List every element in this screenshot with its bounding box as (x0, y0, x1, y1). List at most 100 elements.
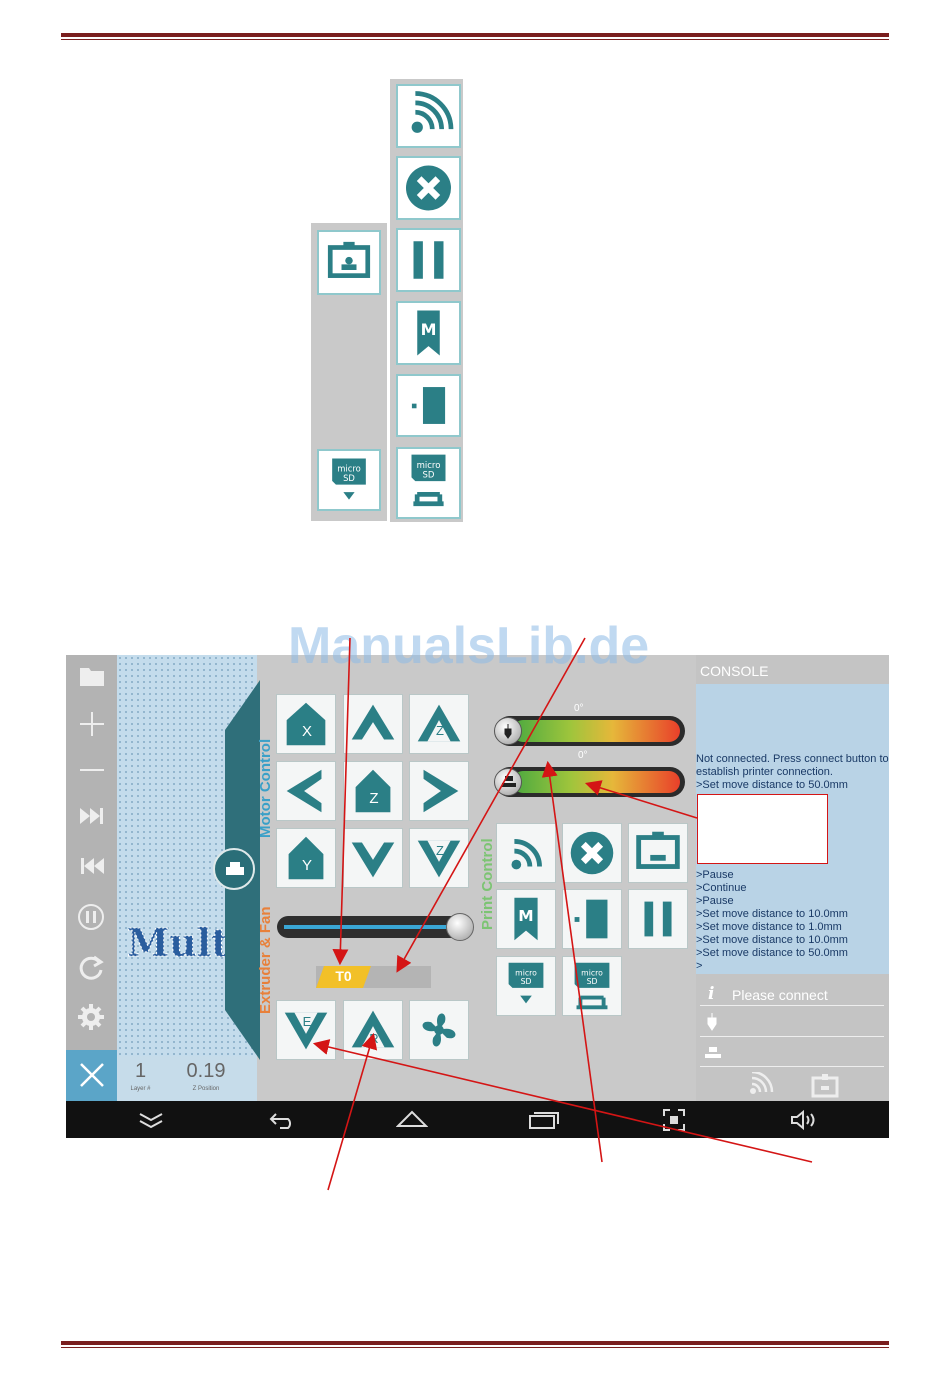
speed-slider-fill (284, 925, 459, 929)
back-icon[interactable] (268, 1110, 298, 1130)
svg-text:micro: micro (417, 461, 441, 471)
screenshot-icon[interactable] (662, 1108, 686, 1132)
top-rule-thin (61, 39, 889, 40)
console-line: >Set move distance to 50.0mm (696, 779, 848, 791)
nozzle-icon (504, 724, 512, 739)
tool-t0-tab[interactable] (316, 966, 371, 988)
print-macro-button[interactable]: M (496, 889, 556, 949)
console-header (696, 655, 889, 684)
plus-icon[interactable] (78, 710, 106, 738)
print-connect-button[interactable] (496, 823, 556, 883)
watermark-text: ManualsLib.de (288, 617, 650, 675)
preview-model-logo: Multi (127, 920, 236, 964)
recent-apps-icon[interactable] (528, 1109, 560, 1131)
load-print-button[interactable] (317, 230, 381, 295)
extruder-fan-label: Extruder & Fan (257, 906, 274, 1014)
load-status-icon[interactable] (810, 1072, 840, 1098)
printer-toggle-icon (226, 862, 244, 875)
top-rule (61, 33, 889, 37)
heated-bed-icon (502, 776, 516, 787)
folder-icon[interactable] (78, 662, 106, 688)
home-icon[interactable] (396, 1108, 428, 1130)
bottom-rule (61, 1341, 889, 1345)
x-right-button[interactable] (409, 761, 469, 821)
x-left-button[interactable] (276, 761, 336, 821)
z-position-value: 0.19 (186, 1060, 226, 1082)
console-line: establish printer connection. (696, 766, 833, 778)
speed-slider-knob[interactable] (446, 913, 474, 941)
svg-text:SD: SD (423, 470, 435, 480)
status-divider (700, 1036, 884, 1037)
hotend-temp-gradient (512, 720, 680, 742)
connect-button[interactable] (396, 84, 461, 148)
rewind-icon[interactable] (78, 854, 106, 878)
layer-number-value: 1 (134, 1060, 147, 1082)
minus-icon[interactable] (78, 756, 106, 784)
svg-text:micro: micro (515, 968, 537, 977)
volume-icon[interactable] (790, 1109, 820, 1131)
status-divider (700, 1066, 884, 1067)
motor-control-label: Motor Control (257, 738, 274, 838)
fan-button[interactable] (409, 1000, 469, 1060)
macro-button[interactable]: M (396, 301, 461, 365)
info-icon: i (708, 984, 715, 1004)
print-control-label: Print Control (479, 838, 496, 930)
svg-text:M: M (518, 907, 533, 925)
y-back-button[interactable] (343, 828, 403, 888)
console-line: Not connected. Press connect button to (696, 753, 889, 765)
annotation-blank-box (697, 794, 828, 864)
y-home-button[interactable]: Y (276, 828, 336, 888)
console-line: >Pause (696, 895, 734, 907)
print-door-button[interactable] (562, 889, 622, 949)
connect-status-icon[interactable] (746, 1072, 774, 1096)
pause-circle-icon[interactable] (76, 902, 106, 932)
console-line: >Set move distance to 10.0mm (696, 908, 848, 920)
nozzle-status-icon (707, 1013, 717, 1031)
status-divider (700, 1005, 884, 1006)
door-button[interactable] (396, 374, 461, 437)
z-home-button[interactable]: Z (343, 761, 403, 821)
retract-button[interactable]: R (343, 1000, 403, 1060)
android-nav-bar (66, 1101, 889, 1138)
layer-number-label: Layer # (130, 1086, 151, 1092)
hide-keyboard-icon[interactable] (138, 1110, 164, 1130)
z-down-button[interactable]: Z (409, 828, 469, 888)
status-text: Please connect (732, 987, 828, 1003)
bed-temp-gradient (512, 771, 680, 793)
extrude-button[interactable]: E (276, 1000, 336, 1060)
console-line: >Set move distance to 1.0mm (696, 921, 842, 933)
console-line: >Set move distance to 50.0mm (696, 947, 848, 959)
y-forward-button[interactable] (343, 694, 403, 754)
svg-text:micro: micro (581, 968, 603, 977)
refresh-icon[interactable] (77, 953, 105, 981)
svg-text:M: M (421, 320, 437, 339)
bottom-rule-thin (61, 1347, 889, 1348)
fast-forward-icon[interactable] (78, 804, 106, 828)
pause-button[interactable] (396, 228, 461, 292)
bed-temp-value: 0° (578, 750, 588, 761)
print-load-button[interactable] (628, 823, 688, 883)
svg-text:SD: SD (343, 473, 355, 483)
svg-text:SD: SD (521, 977, 532, 986)
z-up-button[interactable]: Z (409, 694, 469, 754)
svg-text:micro: micro (337, 464, 361, 474)
console-line: >Pause (696, 869, 734, 881)
x-home-button[interactable]: X (276, 694, 336, 754)
z-position-label: Z Position (192, 1086, 220, 1092)
settings-gear-icon[interactable] (77, 1003, 105, 1031)
svg-text:Multi: Multi (127, 920, 235, 964)
print-pause-button[interactable] (628, 889, 688, 949)
close-icon[interactable] (79, 1062, 105, 1088)
stop-button[interactable] (396, 156, 461, 220)
svg-text:SD: SD (587, 977, 598, 986)
tool-t0-label: T0 (335, 968, 352, 984)
console-line: >Continue (696, 882, 747, 894)
console-line: >Set move distance to 10.0mm (696, 934, 848, 946)
print-stop-button[interactable] (562, 823, 622, 883)
hotend-temp-value: 0° (574, 703, 584, 714)
console-line: > (696, 960, 703, 972)
